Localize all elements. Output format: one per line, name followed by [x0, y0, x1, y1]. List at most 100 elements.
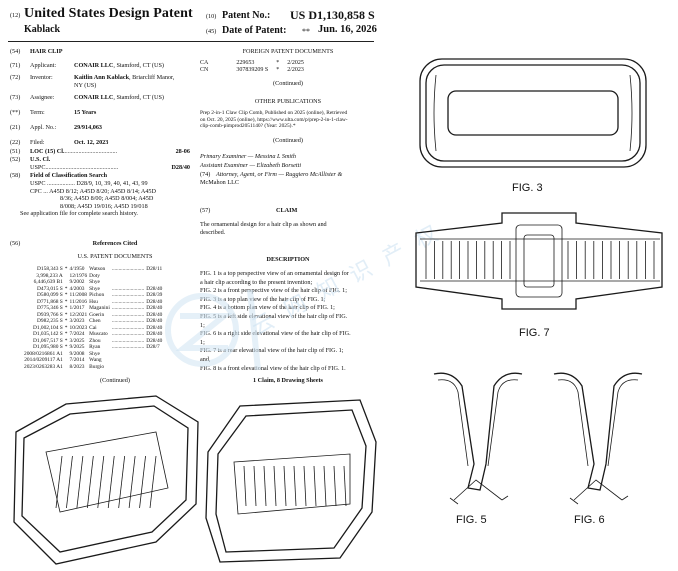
description-line: FIG. 1 is a top perspective view of an o…	[200, 270, 349, 277]
us-doc-cell: Doty	[89, 272, 100, 279]
claim-title: CLAIM	[276, 207, 298, 214]
us-doc-cell: 11/2008	[69, 292, 87, 298]
description-line: FIG. 3 is a top plan view of the hair cl…	[200, 295, 326, 303]
description-line: 1;	[200, 338, 205, 346]
us-doc-cell: D28/40	[146, 331, 163, 337]
date-star: **	[302, 27, 310, 36]
us-doc-cell: 12/1976	[69, 272, 88, 279]
uspc-class: D28/40	[171, 164, 190, 171]
us-doc-cell: Shye	[89, 285, 100, 292]
us-doc-cell: *	[64, 331, 68, 337]
claim-text: The ornamental design for a hair clip as…	[200, 221, 327, 236]
applicant-name: CONAIR LLC	[74, 62, 114, 69]
foreign-doc-cell: 2/2025	[287, 60, 304, 66]
us-doc-cell: 11/2016	[69, 298, 87, 305]
us-doc-cell: Cai	[89, 324, 97, 331]
us-doc-cell: 7/2014	[69, 357, 85, 363]
us-doc-cell: ........................	[111, 285, 145, 292]
us-doc-cell: *	[64, 344, 68, 350]
us-doc-cell: 2023/0263283 A1	[24, 363, 63, 370]
us-doc-cell: ........................	[111, 318, 145, 324]
us-doc-cell: D28/11	[146, 266, 163, 272]
us-doc-cell: 4/1950	[69, 266, 85, 272]
us-doc-cell: ........................	[111, 324, 145, 331]
us-doc-cell: Wang	[89, 357, 102, 363]
us-doc-cell: D1,002,104 S	[32, 324, 63, 331]
us-doc-cell: *	[64, 292, 68, 298]
us-doc-cell: ........................	[111, 344, 145, 350]
inventor-surname: Kablack	[24, 24, 61, 35]
inventor-name: Kaitlin Ann Kablack	[74, 74, 130, 81]
us-doc-cell: *	[64, 298, 68, 305]
patent-title: United States Design Patent	[24, 6, 193, 21]
us-doc-cell: ........................	[111, 266, 145, 272]
us-doc-cell: D28/40	[146, 318, 163, 324]
patent-no-code: (10)	[206, 13, 217, 20]
us-doc-cell: Ryan	[89, 344, 101, 350]
us-doc-cell: D1,067,517 S	[32, 337, 63, 344]
us-doc-cell: Hsu	[89, 298, 98, 305]
us-doc-cell: D1,095,980 S	[32, 344, 63, 350]
us-doc-cell: Goerin	[89, 311, 105, 318]
fig5-label: FIG. 5	[456, 514, 487, 526]
foreign-doc-cell: 229653	[236, 60, 255, 66]
us-doc-cell: D473,015 S	[37, 285, 63, 292]
us-doc-cell: ........................	[111, 305, 145, 311]
attorney: Attorney, Agent, or Firm — Ruggiero McAl…	[216, 171, 343, 178]
us-doc-cell: 3,998,233 A	[36, 272, 63, 279]
us-doc-cell: D1,035,142 S	[32, 331, 63, 337]
fig6-drawing	[553, 372, 643, 505]
description-line: FIG. 7 is a rear elevational view of the…	[200, 347, 344, 355]
us-doc-cell: *	[64, 337, 68, 344]
us-doc-cell: 7/2024	[69, 331, 85, 337]
filed-date: Oct. 12, 2023	[74, 139, 109, 146]
description-line: FIG. 8 is a front elevational view of th…	[200, 364, 346, 372]
other-publications: Prep 2-in-1 Claw Clip Comb, Published on…	[200, 110, 348, 130]
fig7-drawing	[415, 212, 663, 310]
description-line: FIG. 6 is a right side elevational view …	[200, 330, 351, 338]
us-doc-cell: Chen	[89, 318, 101, 324]
fig3-label: FIG. 3	[512, 182, 543, 194]
description-line: FIG. 2 is a front perspective view of th…	[200, 287, 347, 295]
us-doc-cell: Maganini	[89, 305, 110, 311]
us-doc-cell: 8/2023	[69, 363, 85, 370]
us-doc-cell: Muscato	[89, 331, 108, 337]
us-doc-cell: 9/2008	[69, 350, 85, 357]
term-value: 15 Years	[74, 109, 97, 116]
us-doc-cell: D28/40	[146, 298, 163, 305]
perspective-view-right	[205, 399, 377, 563]
description-title: DESCRIPTION	[266, 256, 310, 263]
us-doc-cell: ........................	[111, 331, 145, 337]
us-doc-cell: Burgio	[89, 363, 105, 370]
us-doc-row: 2023/0263283 A1 8/2023 Burgio	[24, 364, 164, 371]
us-doc-cell: ........................	[111, 337, 145, 344]
perspective-view-left	[13, 395, 199, 565]
us-doc-cell: D28/40	[146, 311, 163, 318]
fig6-label: FIG. 6	[574, 514, 605, 526]
description-text: FIG. 1 is a top perspective view of an o…	[200, 270, 380, 373]
description-line: FIG. 4 is a bottom plan view of the hair…	[200, 304, 335, 312]
us-doc-cell: 10/2023	[69, 324, 88, 331]
us-doc-cell: D28/39	[146, 292, 163, 298]
us-doc-cell: 1/2017	[69, 305, 85, 311]
us-doc-cell: 12/2021	[69, 311, 88, 318]
us-doc-cell: 9/2002	[69, 279, 85, 285]
primary-examiner: Primary Examiner — Messina L Smith	[200, 153, 296, 160]
foreign-doc-cell: 307839209 S	[236, 66, 269, 73]
kind-code: (12)	[10, 12, 21, 19]
fig3-drawing	[419, 58, 647, 168]
assistant-examiner: Assistant Examiner — Elizabeth Borsetti	[200, 162, 302, 169]
us-doc-cell: D775,346 S	[37, 305, 63, 311]
us-doc-cell: ........................	[111, 298, 145, 305]
